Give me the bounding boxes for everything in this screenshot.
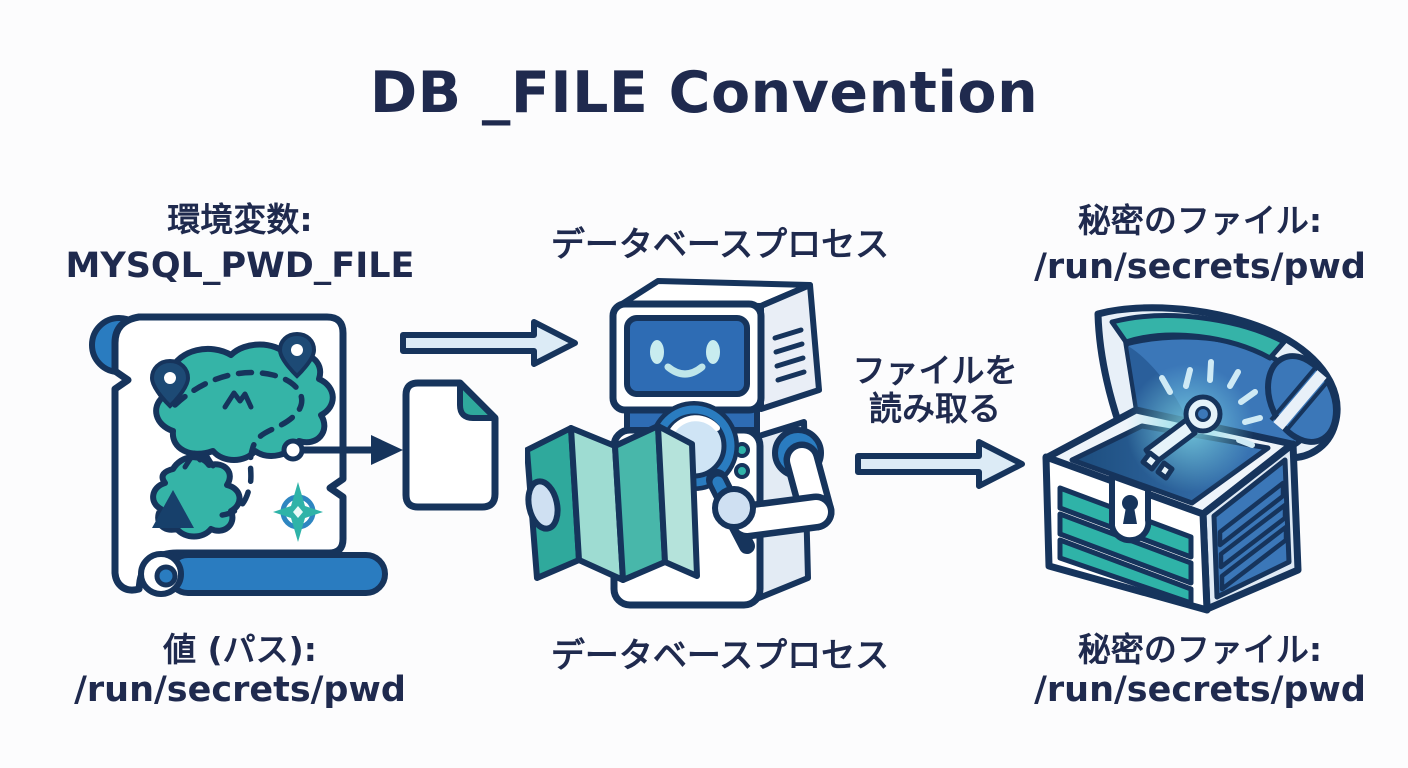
location-pin-icon [149,358,191,409]
head-vents [772,327,807,383]
robot-left-hand [525,478,561,532]
scroll-bottom-roll [166,552,388,596]
map-pointer-arrow-icon [281,435,403,465]
treasure-chest-with-key-icon [1042,304,1341,614]
robot-hand [712,486,756,530]
robot-screen-face [624,315,750,397]
env-value-path: /run/secrets/pwd [74,670,406,710]
key-icon [1140,394,1223,481]
secret-file-path: /run/secrets/pwd [1034,247,1366,287]
robot-with-magnifier-icon [525,278,835,609]
env-var-top-label: 環境変数: MYSQL_PWD_FILE [40,197,440,289]
flow-arrow-icon [400,319,578,367]
robot-eye [706,340,720,364]
triangle-peak-icon [152,490,194,528]
page-title: DB _FILE Convention [369,60,1039,126]
folded-corner [457,380,498,421]
flow-arrow-icon [855,439,1025,489]
robot-smile [664,363,706,378]
mountain-icon [222,390,254,410]
secret-file-title: 秘密のファイル: [1077,201,1323,240]
env-var-title: 環境変数: [167,200,313,239]
robot-eye [650,340,664,364]
env-value-title: 値 (パス): [163,630,317,669]
secret-file-bottom-label: 秘密のファイル: /run/secrets/pwd [1034,630,1366,710]
read-file-edge-label: ファイルを 読み取る [852,351,1018,428]
db-process-top-label: データベースプロセス [550,225,890,265]
treasure-map-scroll-icon [89,313,403,597]
document-file-icon [402,379,499,511]
env-var-name: MYSQL_PWD_FILE [65,246,415,286]
map-dashed-route [172,369,305,519]
env-var-bottom-label: 値 (パス): /run/secrets/pwd [40,630,440,710]
secret-file-top-label: 秘密のファイル: /run/secrets/pwd [1010,198,1390,290]
db-process-bottom-label: データベースプロセス [550,636,890,676]
mountain-icon [182,450,216,470]
chest-lock-icon [1109,473,1152,544]
location-pin-icon [277,331,317,379]
key-sparkle-rays [1159,359,1263,448]
compass-icon [273,482,323,542]
